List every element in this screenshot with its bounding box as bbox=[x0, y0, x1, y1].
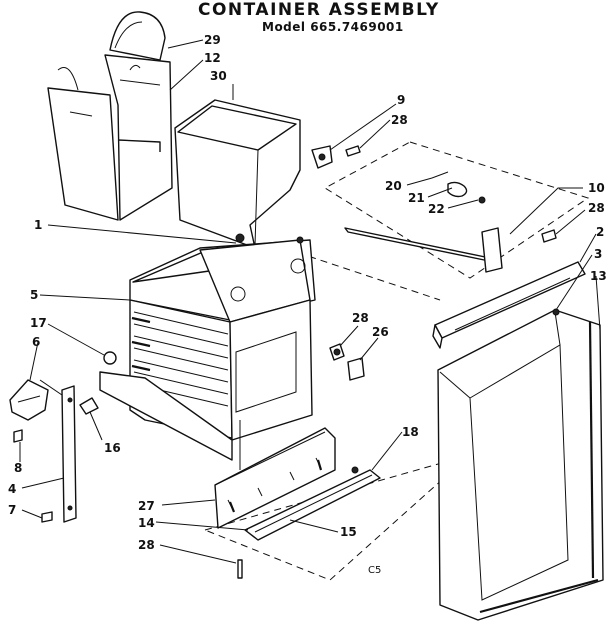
callout-17: 17 bbox=[30, 316, 47, 330]
callout-28-bottom: 28 bbox=[138, 538, 155, 552]
callout-28-middle: 28 bbox=[352, 311, 369, 325]
callout-7: 7 bbox=[8, 503, 16, 517]
callout-1: 1 bbox=[34, 218, 42, 232]
callout-9: 9 bbox=[397, 93, 405, 107]
screw-part-28-upper bbox=[345, 145, 361, 157]
bag-part-30 bbox=[174, 99, 301, 249]
assembly-outline-rod bbox=[324, 141, 590, 279]
callout-8: 8 bbox=[14, 461, 22, 475]
callout-16: 16 bbox=[104, 441, 121, 455]
callout-28-right: 28 bbox=[588, 201, 605, 215]
callout-5: 5 bbox=[30, 288, 38, 302]
hinge-part-6 bbox=[9, 379, 49, 421]
callout-18: 18 bbox=[402, 425, 419, 439]
diagram-title: CONTAINER ASSEMBLY bbox=[198, 0, 440, 20]
clip-part-26 bbox=[347, 357, 365, 381]
drawing-code: C5 bbox=[368, 565, 381, 576]
callout-3: 3 bbox=[594, 247, 602, 261]
screw-part-28-right bbox=[541, 229, 557, 243]
screw-part-28-middle bbox=[329, 343, 345, 361]
door-frame-part-13 bbox=[437, 308, 604, 621]
callout-15: 15 bbox=[340, 525, 357, 539]
rail-part-15 bbox=[244, 466, 381, 541]
callout-6: 6 bbox=[32, 335, 40, 349]
bag-holder-part-12 bbox=[47, 54, 173, 221]
callout-2: 2 bbox=[596, 225, 604, 239]
rod-assembly-part-10 bbox=[344, 171, 503, 273]
callout-20: 20 bbox=[385, 179, 402, 193]
callout-10: 10 bbox=[588, 181, 605, 195]
callout-12: 12 bbox=[204, 51, 221, 65]
screw-part-7 bbox=[41, 511, 53, 523]
fastener-part-17 bbox=[103, 351, 117, 365]
panel-part-27 bbox=[214, 427, 336, 529]
container-frame-part-5 bbox=[99, 233, 316, 470]
strip-part-4 bbox=[61, 385, 77, 523]
bracket-part-9 bbox=[311, 145, 333, 169]
screw-part-8 bbox=[13, 429, 23, 443]
callout-30: 30 bbox=[210, 69, 227, 83]
callout-28-upper: 28 bbox=[391, 113, 408, 127]
callout-14: 14 bbox=[138, 516, 155, 530]
callout-22: 22 bbox=[428, 202, 445, 216]
leader-lines bbox=[19, 39, 601, 564]
lid-part-29 bbox=[109, 11, 166, 61]
callout-13: 13 bbox=[590, 269, 607, 283]
callout-29: 29 bbox=[204, 33, 221, 47]
callout-27: 27 bbox=[138, 499, 155, 513]
callout-4: 4 bbox=[8, 482, 16, 496]
callout-26: 26 bbox=[372, 325, 389, 339]
fastener-part-16 bbox=[79, 397, 99, 415]
model-number: Model 665.7469001 bbox=[262, 20, 404, 34]
callout-21: 21 bbox=[408, 191, 425, 205]
rail-part-2 bbox=[432, 261, 586, 349]
screw-part-28-bottom bbox=[237, 559, 243, 579]
assembly-outline-bottom bbox=[203, 454, 471, 581]
